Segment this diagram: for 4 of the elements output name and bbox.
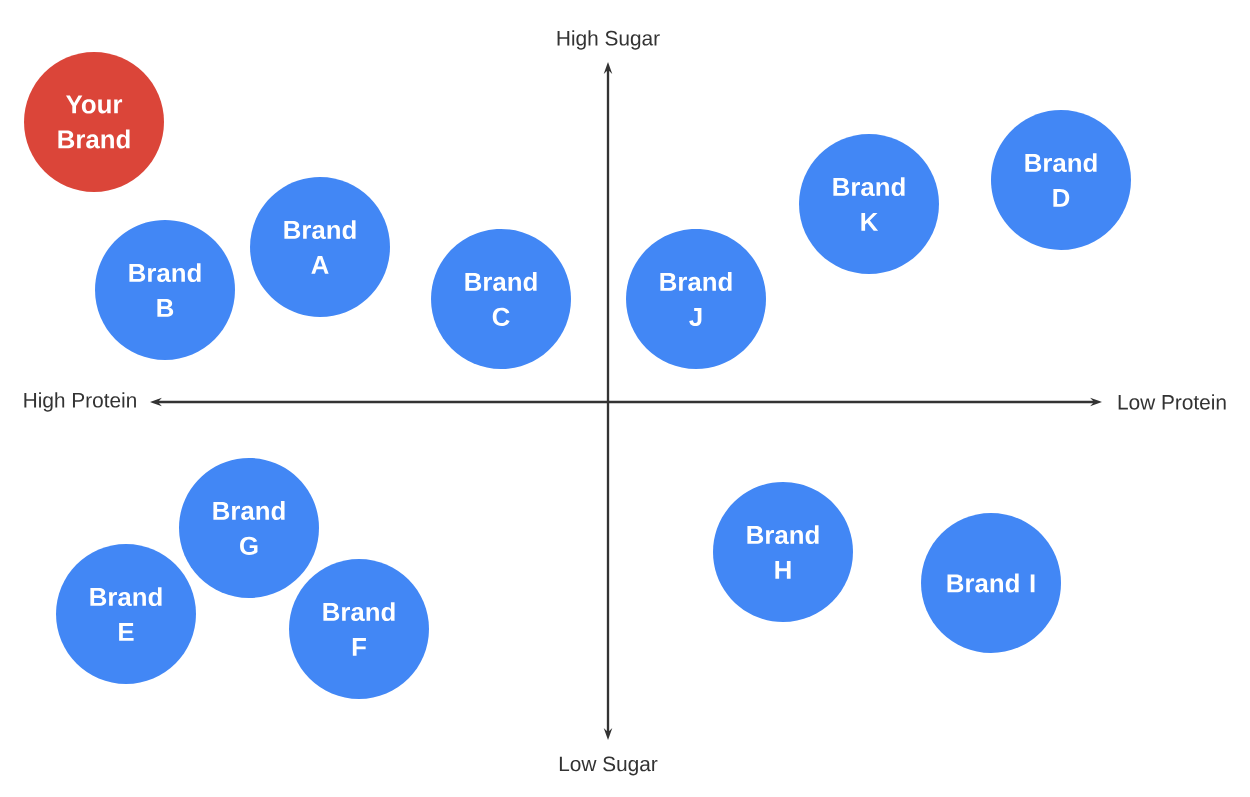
axis-label: High Protein [24, 392, 136, 412]
axis-label: High Sugar [557, 30, 660, 50]
axis-label: Low Sugar [559, 756, 658, 776]
axis-label: Low Protein [1118, 394, 1226, 410]
